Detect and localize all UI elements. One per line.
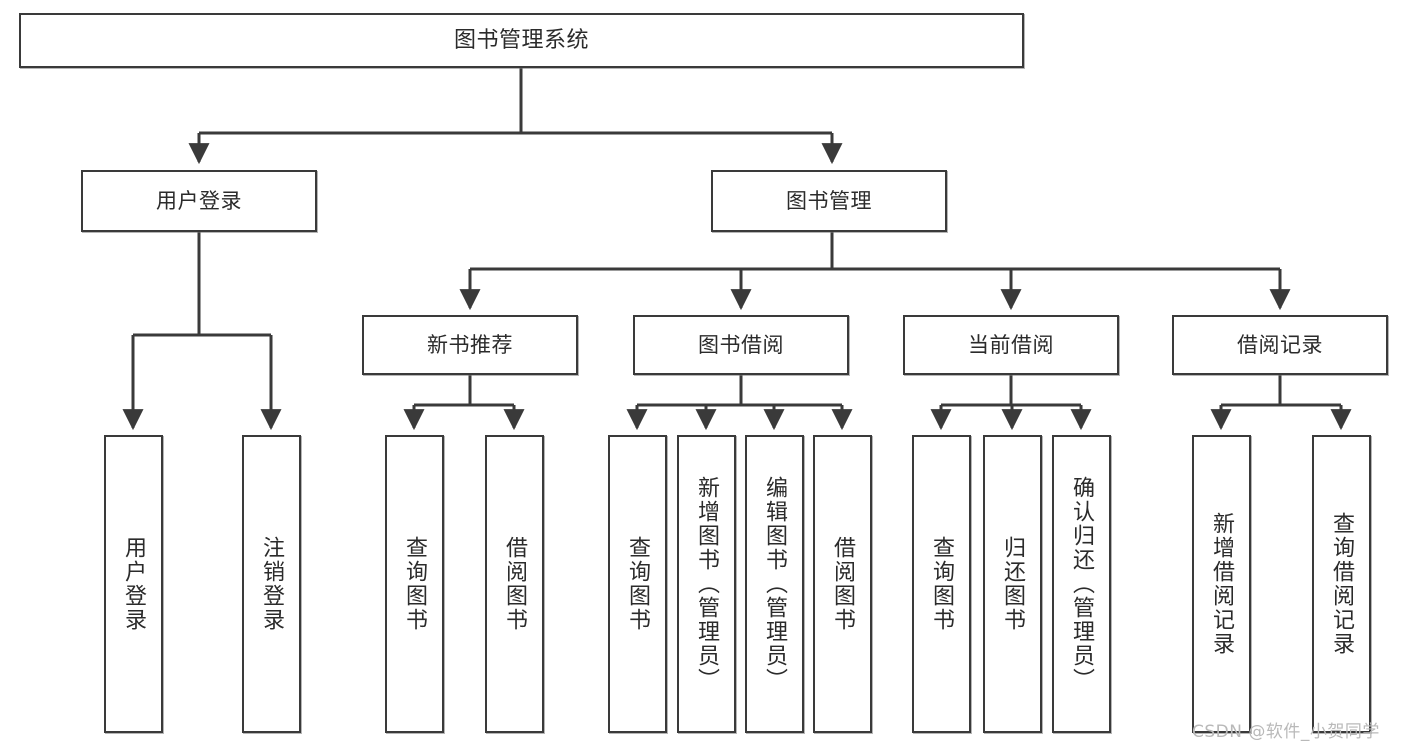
node-user-login[interactable]: 用户登录 bbox=[81, 170, 317, 232]
node-leaf-query-borrow-record[interactable]: 查询借阅记录 bbox=[1312, 435, 1371, 733]
node-current-borrow[interactable]: 当前借阅 bbox=[903, 315, 1119, 375]
node-book-manage[interactable]: 图书管理 bbox=[711, 170, 947, 232]
node-leaf-add-borrow-record[interactable]: 新增借阅记录 bbox=[1192, 435, 1251, 733]
node-root[interactable]: 图书管理系统 bbox=[19, 13, 1024, 68]
node-leaf-edit-book-admin-label: 编辑图书（管理员） bbox=[762, 476, 788, 692]
node-new-book-recommend[interactable]: 新书推荐 bbox=[362, 315, 578, 375]
node-leaf-query-book-1[interactable]: 查询图书 bbox=[385, 435, 444, 733]
node-leaf-add-book-admin[interactable]: 新增图书（管理员） bbox=[677, 435, 736, 733]
node-borrow-record[interactable]: 借阅记录 bbox=[1172, 315, 1388, 375]
node-book-borrow[interactable]: 图书借阅 bbox=[633, 315, 849, 375]
node-leaf-query-book-1-label: 查询图书 bbox=[402, 536, 428, 632]
node-leaf-borrow-book-2-label: 借阅图书 bbox=[830, 536, 856, 632]
node-leaf-return-book[interactable]: 归还图书 bbox=[983, 435, 1042, 733]
node-leaf-return-book-label: 归还图书 bbox=[1000, 536, 1026, 632]
node-leaf-borrow-book-1[interactable]: 借阅图书 bbox=[485, 435, 544, 733]
node-book-borrow-label: 图书借阅 bbox=[698, 332, 784, 357]
node-leaf-query-book-2[interactable]: 查询图书 bbox=[608, 435, 667, 733]
node-borrow-record-label: 借阅记录 bbox=[1237, 332, 1323, 357]
node-leaf-query-borrow-record-label: 查询借阅记录 bbox=[1329, 512, 1355, 656]
csdn-watermark: CSDN @软件_小贺同学 bbox=[1192, 722, 1380, 742]
node-new-book-recommend-label: 新书推荐 bbox=[427, 332, 513, 357]
node-leaf-borrow-book-2[interactable]: 借阅图书 bbox=[813, 435, 872, 733]
node-leaf-borrow-book-1-label: 借阅图书 bbox=[502, 536, 528, 632]
node-root-label: 图书管理系统 bbox=[453, 27, 589, 53]
node-leaf-user-logout-label: 注销登录 bbox=[259, 536, 285, 632]
node-leaf-query-book-3[interactable]: 查询图书 bbox=[912, 435, 971, 733]
node-leaf-edit-book-admin[interactable]: 编辑图书（管理员） bbox=[745, 435, 804, 733]
node-current-borrow-label: 当前借阅 bbox=[968, 332, 1054, 357]
node-leaf-user-logout[interactable]: 注销登录 bbox=[242, 435, 301, 733]
node-leaf-query-book-2-label: 查询图书 bbox=[625, 536, 651, 632]
node-leaf-user-login[interactable]: 用户登录 bbox=[104, 435, 163, 733]
node-leaf-confirm-return-admin-label: 确认归还（管理员） bbox=[1069, 476, 1095, 692]
node-user-login-label: 用户登录 bbox=[156, 188, 242, 213]
node-leaf-add-book-admin-label: 新增图书（管理员） bbox=[694, 476, 720, 692]
node-leaf-query-book-3-label: 查询图书 bbox=[929, 536, 955, 632]
node-leaf-confirm-return-admin[interactable]: 确认归还（管理员） bbox=[1052, 435, 1111, 733]
node-book-manage-label: 图书管理 bbox=[786, 188, 872, 213]
node-leaf-user-login-label: 用户登录 bbox=[121, 536, 147, 632]
node-leaf-add-borrow-record-label: 新增借阅记录 bbox=[1209, 512, 1235, 656]
